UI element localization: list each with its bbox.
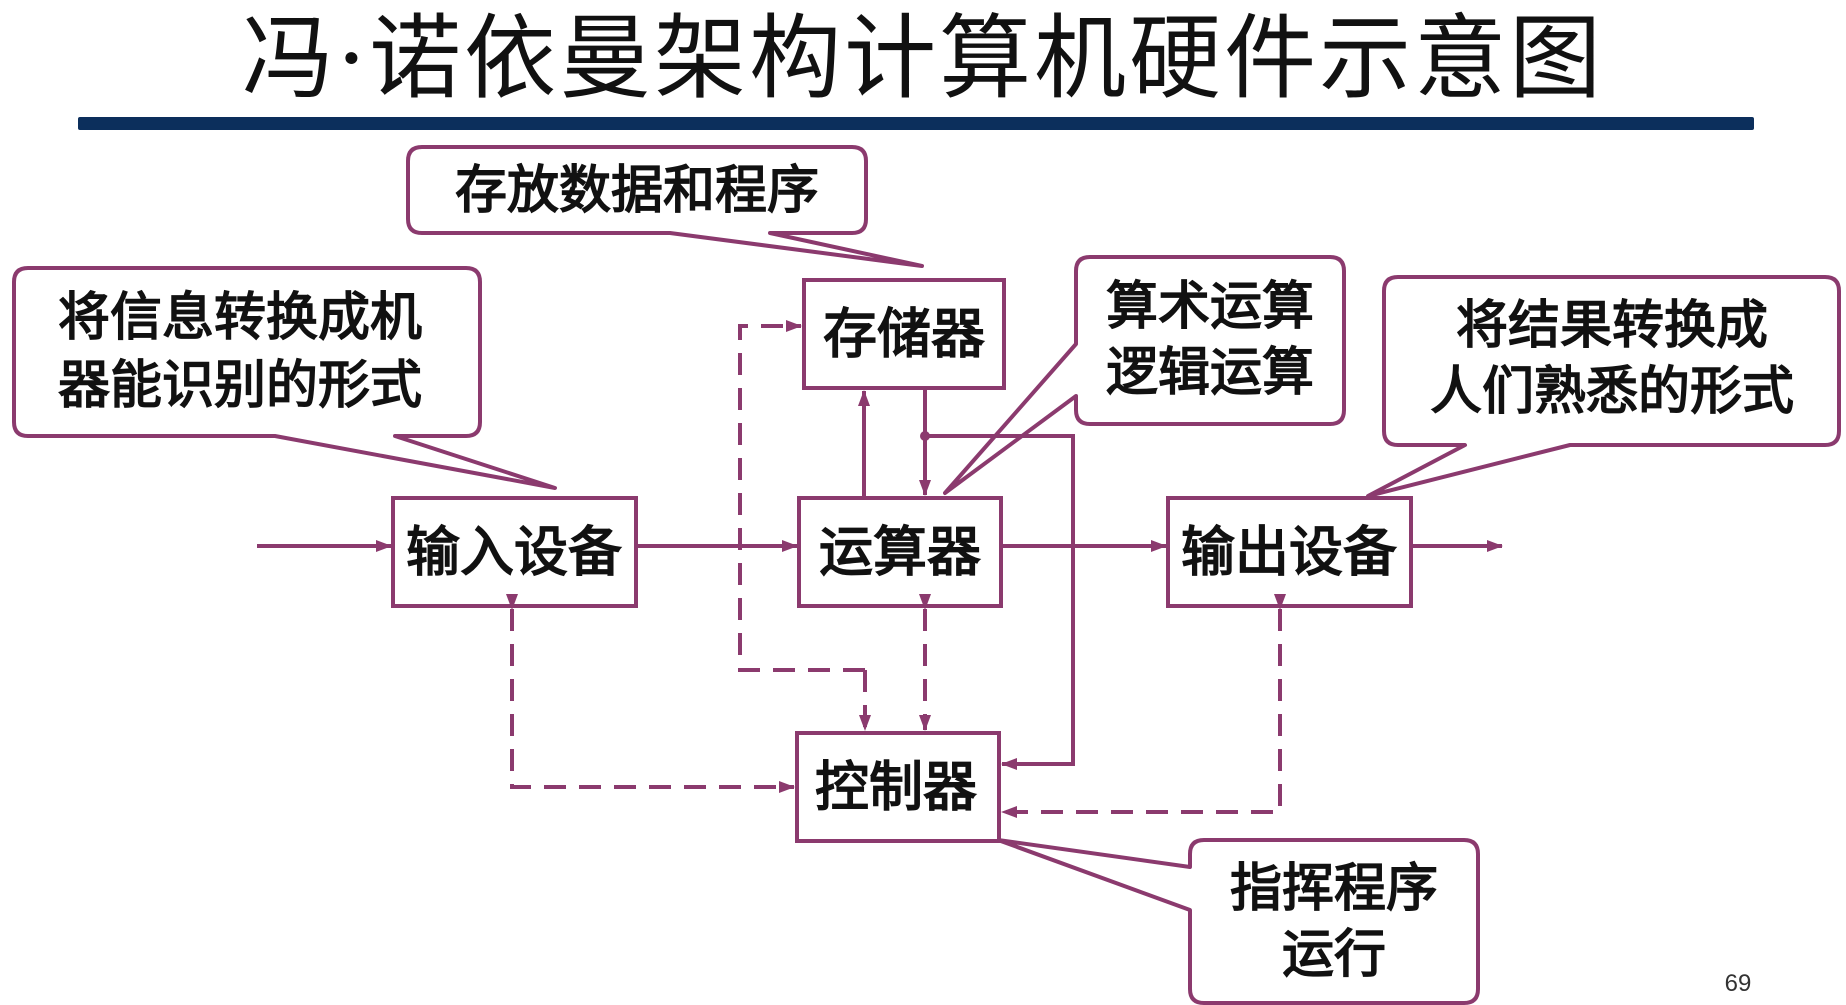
input-device-label: 输入设备 <box>406 521 623 584</box>
callout-memory-bubble <box>406 145 924 268</box>
memory-label: 存储器 <box>823 303 986 366</box>
callout-output-text-line2: 人们熟悉的形式 <box>1430 362 1794 422</box>
control-input-signal <box>506 594 795 793</box>
control-output-signal <box>1001 594 1286 818</box>
callout-input-text-line2: 器能识别的形式 <box>58 356 422 416</box>
callout-alu-bubble <box>943 255 1346 495</box>
alu-label: 运算器 <box>819 521 982 584</box>
callout-alu-text-line2: 逻辑运算 <box>1106 343 1314 403</box>
control-unit-label: 控制器 <box>815 756 978 819</box>
callout-memory-text: 存放数据和程序 <box>455 161 819 221</box>
callout-input-text-line1: 将信息转换成机 <box>58 288 422 348</box>
output-device-label: 输出设备 <box>1181 521 1398 584</box>
title-rule <box>78 117 1754 130</box>
junction-dot <box>920 431 930 441</box>
callout-control-bubble <box>996 838 1480 1005</box>
page-title: 冯·诺依曼架构计算机硬件示意图 <box>241 5 1605 112</box>
callout-input-bubble <box>12 266 557 490</box>
callout-output-text-line1: 将结果转换成 <box>1456 296 1768 356</box>
callout-control-text-line2: 运行 <box>1282 925 1386 985</box>
callout-control-text-line1: 指挥程序 <box>1230 859 1438 919</box>
alu-box <box>797 496 1003 608</box>
memory-box <box>802 278 1006 390</box>
callout-alu-text-line1: 算术运算 <box>1106 277 1314 337</box>
page-number: 69 <box>1724 970 1752 997</box>
output-device-box <box>1166 496 1413 608</box>
control-unit-box <box>795 731 1001 843</box>
control-to-memory-signal <box>738 320 865 672</box>
callout-output-bubble <box>1366 275 1841 498</box>
